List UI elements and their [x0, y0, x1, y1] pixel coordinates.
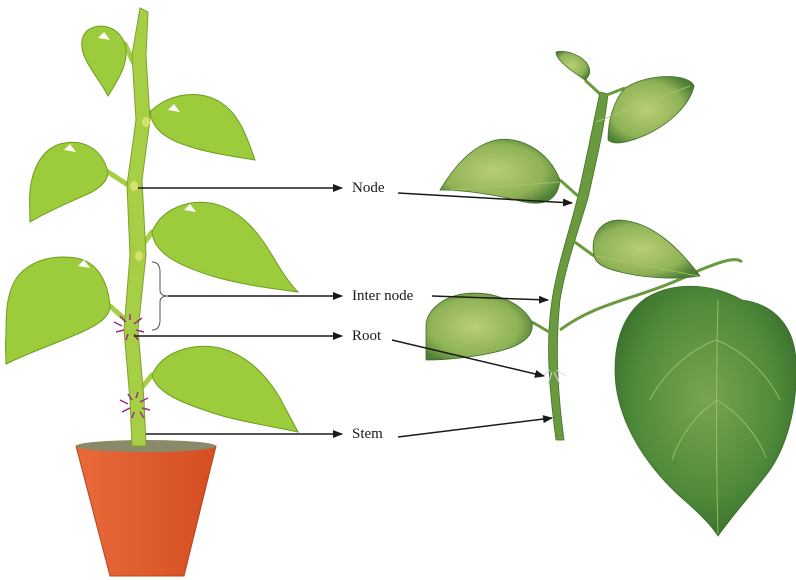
internode-brace [152, 262, 168, 330]
cartoon-leaves [6, 26, 298, 432]
label-root: Root [352, 329, 381, 344]
real-leaves [426, 51, 796, 536]
flower-pot [76, 440, 216, 576]
realistic-plant [426, 51, 796, 536]
label-inter-node: Inter node [352, 289, 413, 304]
stem-arrow-right [398, 418, 552, 437]
label-node: Node [352, 181, 385, 196]
label-stem: Stem [352, 427, 383, 442]
cartoon-plant [6, 8, 298, 576]
real-stem [549, 92, 608, 440]
